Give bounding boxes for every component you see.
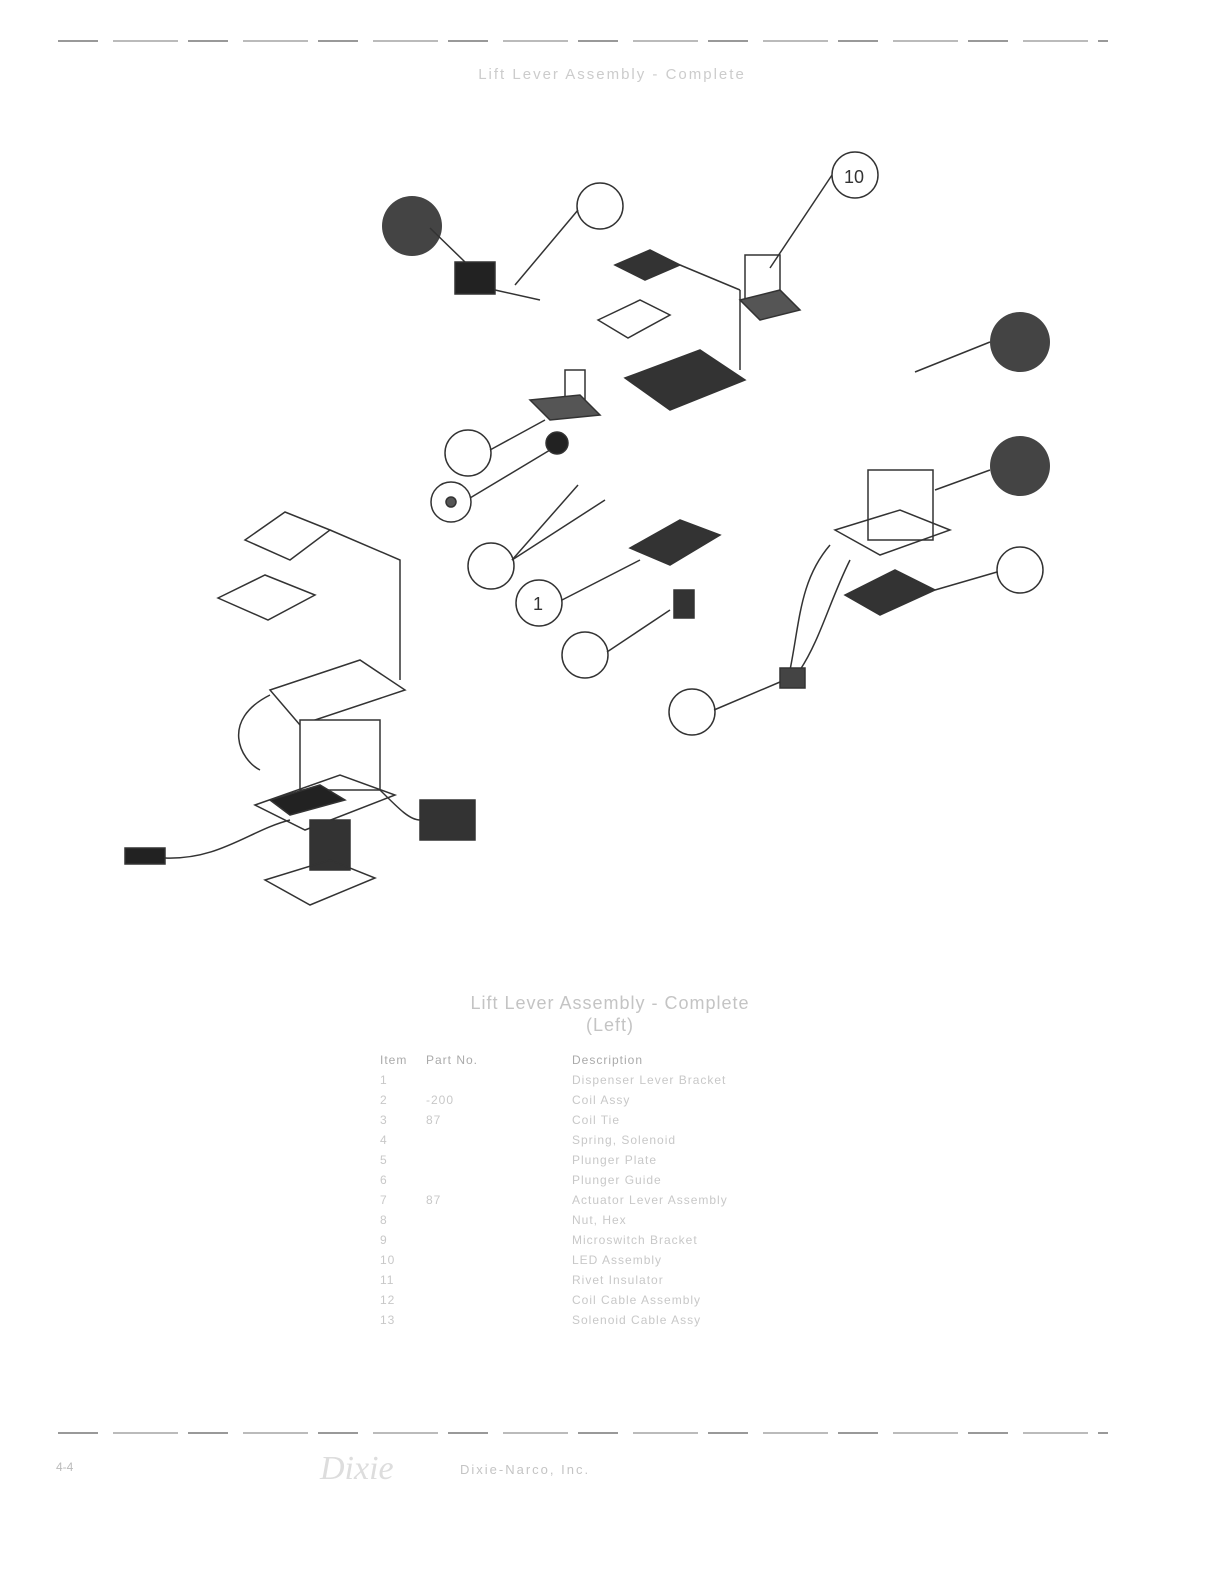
page-header: Lift Lever Assembly - Complete <box>478 66 746 83</box>
table-row: 2 -200 Coil Assy <box>372 1090 736 1110</box>
parts-list-heading: Lift Lever Assembly - Complete <box>470 993 750 1013</box>
table-row: 8 Nut, Hex <box>372 1210 736 1230</box>
callout-blank-c <box>467 484 606 590</box>
cell-description: Dispenser Lever Bracket <box>572 1073 727 1087</box>
callout-filled-3 <box>934 436 1050 496</box>
column-header-description: Description <box>572 1053 644 1067</box>
callout-blank-d <box>561 609 671 679</box>
cell-item: 2 <box>380 1093 388 1107</box>
cell-part-no <box>418 1290 564 1310</box>
cell-part-no <box>418 1270 564 1290</box>
parts-list-title: Lift Lever Assembly - Complete (Left) <box>400 992 820 1036</box>
nut-part <box>545 431 569 455</box>
cell-item: 10 <box>380 1253 396 1267</box>
cell-item: 12 <box>380 1293 396 1307</box>
cell-item: 13 <box>380 1313 396 1327</box>
table-row: 13 Solenoid Cable Assy <box>372 1310 736 1330</box>
footer-company: Dixie-Narco, Inc. <box>460 1462 591 1477</box>
callout-8 <box>430 449 551 523</box>
cell-item: 8 <box>380 1213 388 1227</box>
small-bracket <box>528 369 602 421</box>
callout-filled-1 <box>382 196 466 263</box>
cell-item: 5 <box>380 1153 388 1167</box>
table-row: 12 Coil Cable Assembly <box>372 1290 736 1310</box>
table-row: 3 87 Coil Tie <box>372 1110 736 1130</box>
cell-description: Coil Cable Assembly <box>572 1293 702 1307</box>
cell-description: Microswitch Bracket <box>572 1233 698 1247</box>
svg-text:1: 1 <box>533 594 543 614</box>
cell-item: 7 <box>380 1193 388 1207</box>
table-row: 11 Rivet Insulator <box>372 1270 736 1290</box>
cell-description: Spring, Solenoid <box>572 1133 677 1147</box>
connector-part <box>454 261 541 301</box>
table-row: 7 87 Actuator Lever Assembly <box>372 1190 736 1210</box>
cell-part-no <box>418 1230 564 1250</box>
cell-description: Plunger Guide <box>572 1173 662 1187</box>
page-number: 4-4 <box>56 1460 74 1474</box>
cell-description: LED Assembly <box>572 1253 663 1267</box>
table-row: 10 LED Assembly <box>372 1250 736 1270</box>
cell-description: Coil Tie <box>572 1113 621 1127</box>
callout-blank-a <box>934 546 1044 594</box>
table-row: 5 Plunger Plate <box>372 1150 736 1170</box>
cell-item: 4 <box>380 1133 388 1147</box>
svg-text:10: 10 <box>844 167 864 187</box>
table-row: 1 Dispenser Lever Bracket <box>372 1070 736 1090</box>
callout-7 <box>514 182 624 286</box>
cell-description: Actuator Lever Assembly <box>572 1193 728 1207</box>
cell-description: Plunger Plate <box>572 1153 658 1167</box>
parts-list-table: Item Part No. Description 1 Dispenser Lev… <box>372 1050 736 1330</box>
cell-description: Solenoid Cable Assy <box>572 1313 702 1327</box>
plate-part <box>628 519 722 566</box>
table-row: 4 Spring, Solenoid <box>372 1130 736 1150</box>
cell-part-no: 87 <box>426 1193 442 1207</box>
cell-part-no <box>418 1150 564 1170</box>
cell-part-no: -200 <box>426 1093 455 1107</box>
cell-part-no <box>418 1210 564 1230</box>
exploded-view-diagram: 1 10 <box>124 151 1050 906</box>
callout-1: 1 <box>515 559 641 627</box>
table-row: 6 Plunger Guide <box>372 1170 736 1190</box>
cell-description: Nut, Hex <box>572 1213 627 1227</box>
cell-item: 11 <box>380 1273 395 1287</box>
cell-item: 9 <box>380 1233 388 1247</box>
cell-part-no: 87 <box>426 1113 442 1127</box>
callout-10 <box>769 151 879 269</box>
column-header-item: Item <box>380 1053 408 1067</box>
cell-description: Rivet Insulator <box>572 1273 664 1287</box>
bracket-frame-exploded <box>596 249 747 411</box>
brand-logo: Dixie <box>320 1450 394 1487</box>
cell-part-no <box>418 1170 564 1190</box>
parts-list-subtitle: (Left) <box>585 1015 634 1035</box>
table-header-row: Item Part No. Description <box>372 1050 736 1070</box>
cell-item: 1 <box>380 1073 388 1087</box>
coil-assembly <box>779 469 953 689</box>
cell-part-no <box>418 1070 564 1090</box>
spring-part <box>673 589 695 619</box>
column-header-part-no: Part No. <box>426 1053 479 1067</box>
switch-bracket <box>738 254 802 321</box>
bottom-rule <box>58 1432 1108 1434</box>
cell-item: 3 <box>380 1113 388 1127</box>
callout-blank-b <box>444 419 546 477</box>
table-row: 9 Microswitch Bracket <box>372 1230 736 1250</box>
cell-part-no <box>418 1130 564 1150</box>
cell-description: Coil Assy <box>572 1093 631 1107</box>
cell-part-no <box>418 1310 564 1330</box>
cell-item: 6 <box>380 1173 388 1187</box>
callout-filled-2 <box>914 312 1050 373</box>
callout-blank-e <box>668 681 781 736</box>
assembled-view <box>124 511 476 906</box>
cell-part-no <box>418 1250 564 1270</box>
top-rule <box>58 40 1108 42</box>
